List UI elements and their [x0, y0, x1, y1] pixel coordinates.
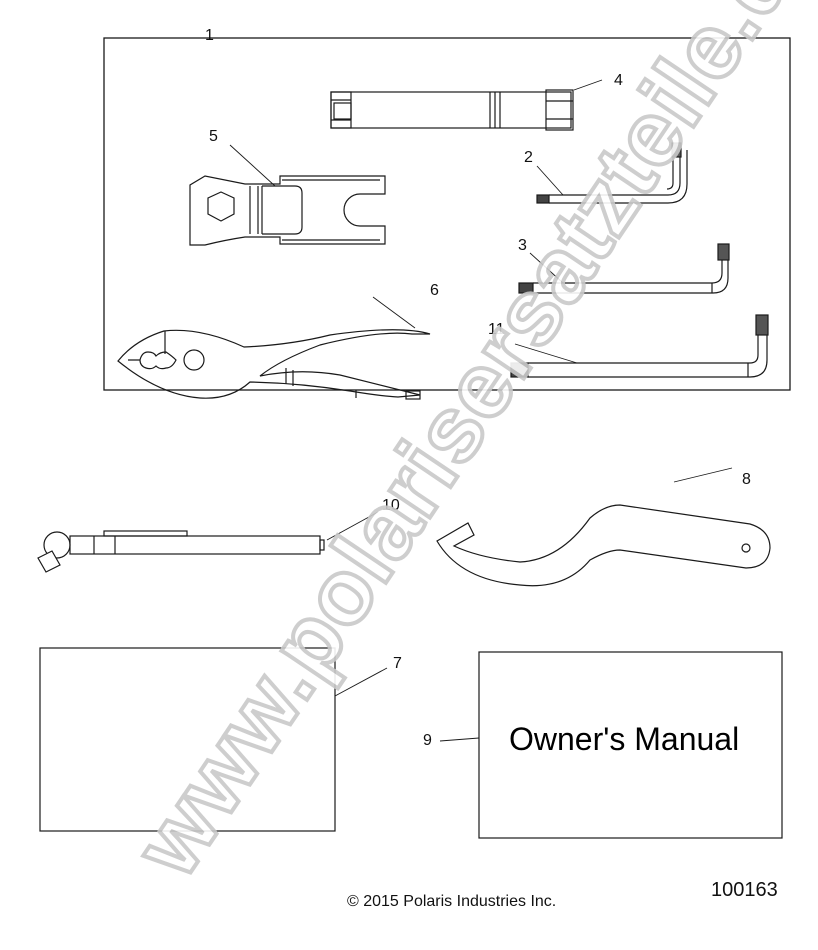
owners-manual[interactable] — [478, 651, 783, 839]
hex-key-small-drawing[interactable] — [536, 142, 688, 204]
hex-key-medium-drawing[interactable] — [518, 243, 730, 294]
tire-pressure-gauge-drawing[interactable] — [37, 530, 325, 573]
callout-1[interactable]: 1 — [205, 27, 214, 44]
leader-lines — [229, 79, 733, 742]
callout-7[interactable]: 7 — [393, 655, 402, 672]
hook-spanner-wrench-drawing[interactable] — [436, 504, 771, 587]
callout-5[interactable]: 5 — [209, 128, 218, 145]
spark-plug-socket-drawing[interactable] — [330, 89, 574, 131]
tool-kit-box[interactable] — [103, 37, 791, 391]
pliers-drawing[interactable] — [117, 329, 431, 400]
callout-11[interactable]: 11 — [488, 321, 505, 338]
figure-number: 100163 — [711, 879, 778, 901]
spanner-wrench-drawing[interactable] — [189, 175, 386, 246]
callout-8[interactable]: 8 — [742, 471, 751, 488]
copyright-notice: © 2015 Polaris Industries Inc. — [347, 893, 557, 910]
document-card[interactable] — [39, 647, 336, 832]
callout-9[interactable]: 9 — [423, 732, 432, 749]
callout-2[interactable]: 2 — [524, 149, 533, 166]
callout-10[interactable]: 10 — [382, 497, 400, 514]
owners-manual-title: Owner's Manual — [509, 721, 740, 757]
callout-3[interactable]: 3 — [518, 237, 527, 254]
callout-6[interactable]: 6 — [430, 282, 439, 299]
callout-4[interactable]: 4 — [614, 72, 623, 89]
hex-key-large-drawing[interactable] — [510, 314, 769, 378]
